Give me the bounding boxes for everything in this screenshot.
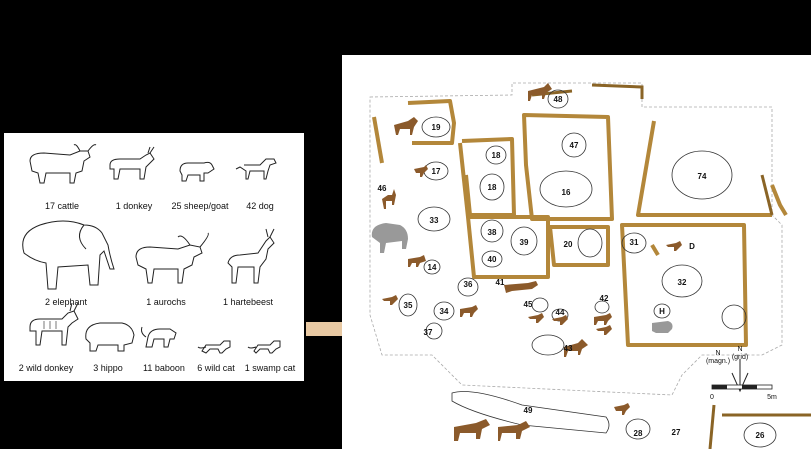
feature-label: 32 bbox=[678, 278, 687, 287]
dog-silhouette-5 bbox=[614, 403, 630, 415]
cattle-silhouette-4 bbox=[498, 421, 530, 441]
feature-label: D bbox=[689, 242, 695, 251]
feature-label: 16 bbox=[562, 188, 571, 197]
feature-label: 28 bbox=[634, 429, 643, 438]
sheep-icon bbox=[179, 161, 215, 182]
feature-label: 38 bbox=[488, 228, 497, 237]
donkey-icon bbox=[109, 146, 155, 180]
feature-label: H bbox=[659, 307, 665, 316]
legend-label-wild-donkey: 2 wild donkey bbox=[19, 363, 74, 373]
hartebeest-icon bbox=[227, 228, 275, 284]
feature-label: 35 bbox=[404, 301, 413, 310]
feature-label: 39 bbox=[520, 238, 529, 247]
wild-donkey-icon bbox=[29, 302, 79, 346]
scale-bar: 0 5m bbox=[710, 384, 777, 401]
north-magnetic-label: N bbox=[715, 350, 720, 357]
legend-label-cattle: 17 cattle bbox=[45, 201, 79, 211]
feature-label: 42 bbox=[600, 294, 609, 303]
aurochs-icon bbox=[135, 232, 209, 284]
hippo-silhouette bbox=[652, 321, 673, 333]
dog-icon bbox=[235, 158, 277, 180]
feature-label: 31 bbox=[630, 238, 639, 247]
wild-cat-silhouette bbox=[504, 281, 538, 293]
feature-label: 33 bbox=[430, 216, 439, 225]
animal-legend: 17 cattle 1 donkey 25 sheep/goat 42 dog … bbox=[4, 133, 304, 381]
legend-label-elephant: 2 elephant bbox=[45, 297, 88, 307]
legend-label-sheep: 25 sheep/goat bbox=[171, 201, 229, 211]
aurochs-silhouette bbox=[564, 339, 588, 357]
legend-drawing: 17 cattle 1 donkey 25 sheep/goat 42 dog … bbox=[19, 144, 296, 373]
feature-label: 18 bbox=[488, 183, 497, 192]
wild-cat-icon bbox=[197, 340, 231, 354]
feature-label: 46 bbox=[378, 184, 387, 193]
site-plan-drawing: 19 17 46 18 18 47 48 16 74 33 38 39 20 31 D 40 14 32 36 41 3… bbox=[369, 82, 811, 449]
dog-silhouette bbox=[414, 165, 428, 177]
north-grid-label: N bbox=[737, 346, 742, 353]
hippo-icon bbox=[85, 322, 135, 352]
feature-label: 74 bbox=[698, 172, 707, 181]
feature-label: 27 bbox=[672, 428, 681, 437]
feature-label: 41 bbox=[496, 278, 505, 287]
legend-label-hartebeest: 1 hartebeest bbox=[223, 297, 274, 307]
feature-label: 47 bbox=[570, 141, 579, 150]
feature-label: 18 bbox=[492, 151, 501, 160]
dog-silhouette-4 bbox=[594, 313, 612, 325]
cattle-silhouette-2 bbox=[528, 83, 552, 101]
legend-label-donkey: 1 donkey bbox=[116, 201, 153, 211]
feature-label: 48 bbox=[554, 95, 563, 104]
feature-labels: 19 17 46 18 18 47 48 16 74 33 38 39 20 31 D 40 14 32 36 41 3… bbox=[378, 95, 765, 440]
scale-start: 0 bbox=[710, 394, 714, 401]
feature-label: 17 bbox=[432, 167, 441, 176]
feature-label: 34 bbox=[440, 307, 449, 316]
baboon-silhouette bbox=[528, 313, 544, 323]
sheep-silhouette-3 bbox=[596, 325, 612, 335]
north-grid-note: (grid) bbox=[732, 354, 748, 361]
sheep-silhouette bbox=[408, 255, 426, 267]
legend-label-dog: 42 dog bbox=[246, 201, 274, 211]
elephant-icon bbox=[22, 220, 115, 290]
feature-label: 36 bbox=[464, 280, 473, 289]
legend-label-wild-cat: 6 wild cat bbox=[197, 363, 235, 373]
feature-label: 49 bbox=[524, 406, 533, 415]
sheep-silhouette-2 bbox=[460, 305, 478, 317]
feature-label: 37 bbox=[424, 328, 433, 337]
dog-silhouette-2 bbox=[666, 241, 682, 251]
feature-label: 20 bbox=[564, 240, 573, 249]
scale-end: 5m bbox=[767, 394, 777, 401]
feature-label: 43 bbox=[564, 344, 573, 353]
hartebeest-silhouette bbox=[382, 189, 396, 209]
feature-label: 26 bbox=[756, 431, 765, 440]
swamp-cat-icon bbox=[247, 340, 281, 354]
legend-label-baboon: 11 baboon bbox=[143, 363, 185, 373]
feature-label: 19 bbox=[432, 123, 441, 132]
elephant-silhouette bbox=[371, 223, 408, 253]
cattle-icon bbox=[29, 144, 97, 184]
site-plan: 19 17 46 18 18 47 48 16 74 33 38 39 20 31 D 40 14 32 36 41 3… bbox=[342, 55, 811, 449]
dog-silhouette-3 bbox=[382, 295, 398, 305]
legend-label-swamp-cat: 1 swamp cat bbox=[245, 363, 296, 373]
feature-label: 40 bbox=[488, 255, 497, 264]
legend-label-hippo: 3 hippo bbox=[93, 363, 123, 373]
feature-label: 44 bbox=[556, 308, 565, 317]
baboon-silhouette-2 bbox=[552, 315, 568, 325]
baboon-icon bbox=[141, 326, 177, 348]
feature-label: 45 bbox=[524, 300, 533, 309]
redaction-blob bbox=[0, 4, 343, 60]
cattle-silhouette bbox=[394, 117, 418, 135]
legend-label-aurochs: 1 aurochs bbox=[146, 297, 186, 307]
north-magnetic-note: (magn.) bbox=[706, 358, 730, 365]
feature-label: 14 bbox=[428, 263, 437, 272]
cattle-silhouette-3 bbox=[454, 419, 490, 441]
